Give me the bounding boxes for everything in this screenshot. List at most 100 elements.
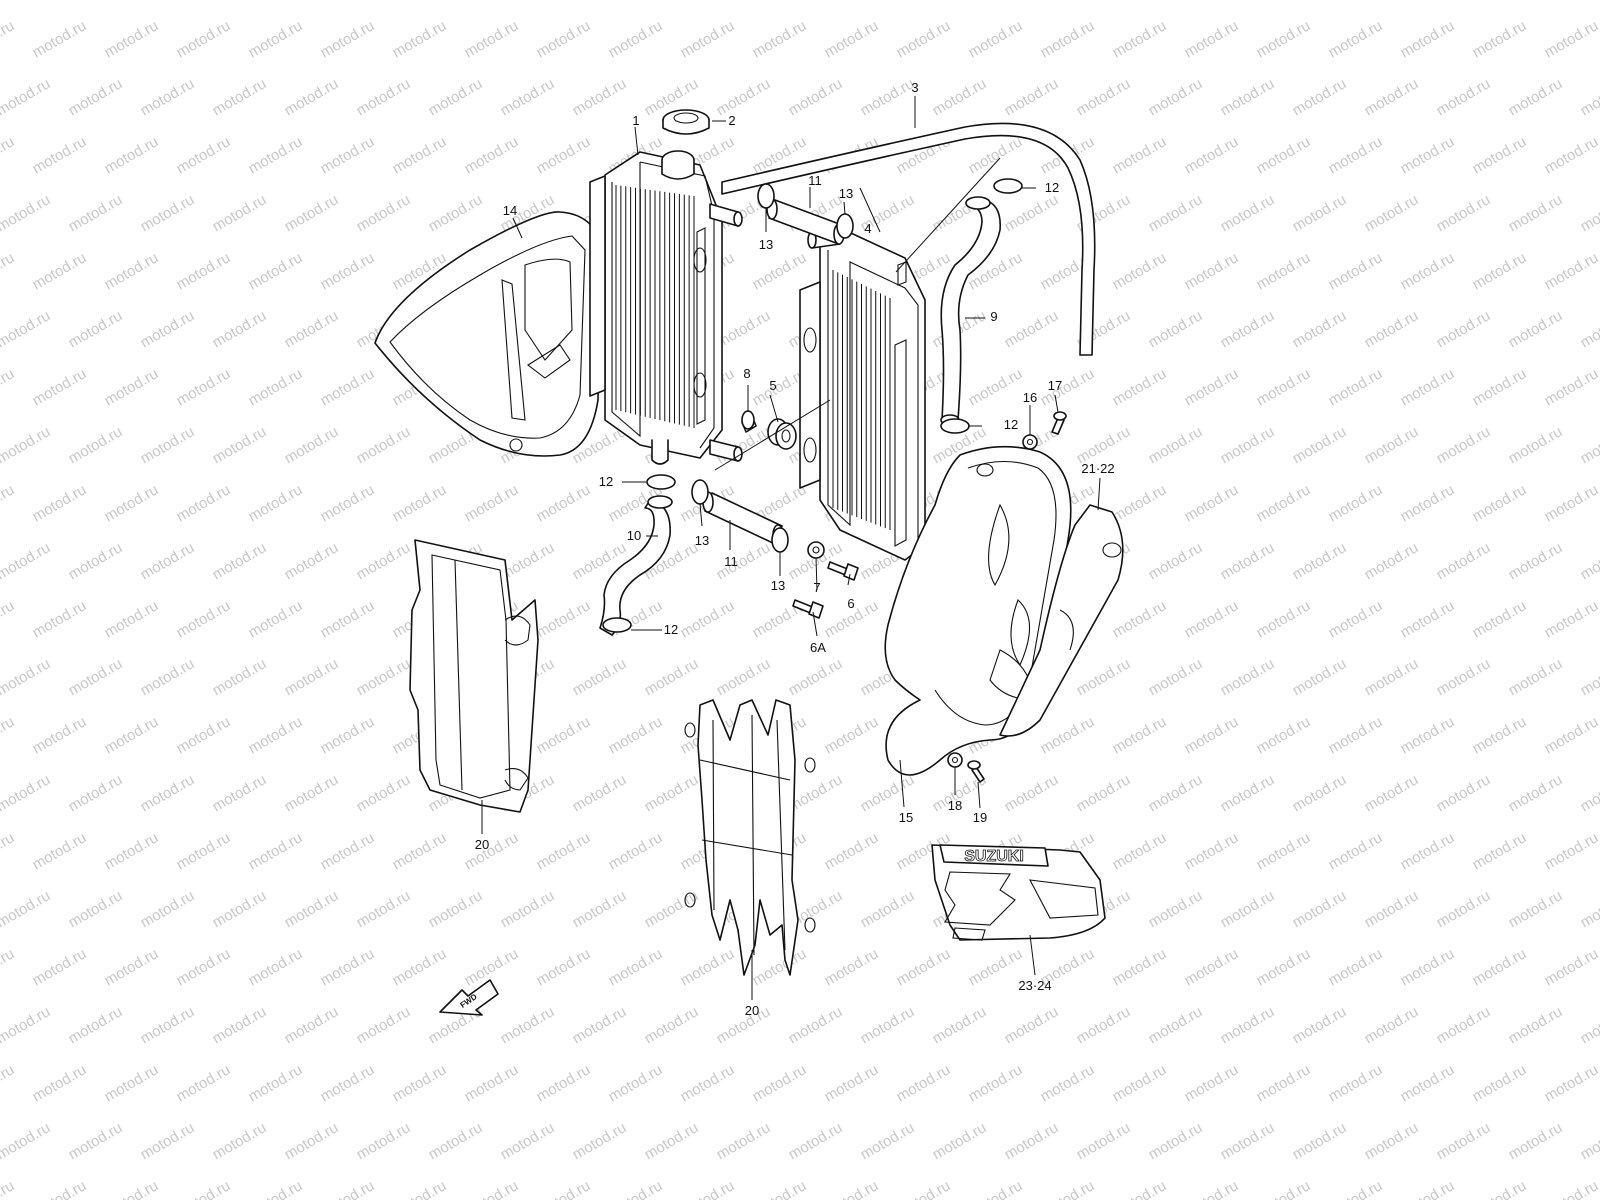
callout-13-lower-right: 13 (771, 578, 785, 593)
watermark-text: motod.ru (1398, 597, 1458, 641)
watermark-text: motod.ru (102, 829, 162, 873)
watermark-text: motod.ru (1362, 539, 1422, 583)
watermark-text: motod.ru (1470, 365, 1530, 409)
watermark-text: motod.ru (1110, 481, 1170, 525)
watermark-text: motod.ru (462, 17, 522, 61)
watermark-text: motod.ru (570, 887, 630, 931)
watermark-text: motod.ru (1218, 887, 1278, 931)
watermark-text: motod.ru (786, 0, 846, 3)
watermark-text: motod.ru (1398, 713, 1458, 757)
watermark-text: motod.ru (1218, 771, 1278, 815)
watermark-text: motod.ru (282, 423, 342, 467)
watermark-text: motod.ru (246, 17, 306, 61)
watermark-text: motod.ru (246, 597, 306, 641)
watermark-text: motod.ru (354, 1003, 414, 1047)
watermark-text: motod.ru (30, 713, 90, 757)
watermark-text: motod.ru (174, 597, 234, 641)
watermark-text: motod.ru (1146, 1119, 1206, 1163)
watermark-text: motod.ru (606, 945, 666, 989)
watermark-text: motod.ru (1434, 771, 1494, 815)
watermark-text: motod.ru (138, 0, 198, 3)
watermark-text: motod.ru (1434, 655, 1494, 699)
watermark-text: motod.ru (1254, 829, 1314, 873)
watermark-text: motod.ru (1146, 307, 1206, 351)
watermark-text: motod.ru (1254, 1177, 1314, 1200)
watermark-text: motod.ru (1470, 133, 1530, 177)
watermark-text: motod.ru (1218, 655, 1278, 699)
watermark-text: motod.ru (1398, 133, 1458, 177)
watermark-text: motod.ru (66, 539, 126, 583)
watermark-text: motod.ru (1506, 887, 1566, 931)
watermark-text: motod.ru (66, 307, 126, 351)
watermark-text: motod.ru (318, 829, 378, 873)
callout-3: 3 (911, 80, 918, 95)
watermark-text: motod.ru (0, 249, 17, 293)
watermark-text: motod.ru (1254, 365, 1314, 409)
watermark-text: motod.ru (714, 75, 774, 119)
watermark-text: motod.ru (318, 481, 378, 525)
callout-19: 19 (973, 810, 987, 825)
watermark-text: motod.ru (30, 597, 90, 641)
watermark-text: motod.ru (1362, 75, 1422, 119)
watermark-text: motod.ru (174, 713, 234, 757)
watermark-text: motod.ru (1110, 1061, 1170, 1105)
watermark-text: motod.ru (498, 75, 558, 119)
callout-7: 7 (813, 580, 820, 595)
watermark-text: motod.ru (1218, 307, 1278, 351)
watermark-text: motod.ru (750, 1061, 810, 1105)
watermark-text: motod.ru (1182, 1061, 1242, 1105)
watermark-text: motod.ru (534, 829, 594, 873)
watermark-text: motod.ru (1110, 945, 1170, 989)
watermark-text: motod.ru (1470, 945, 1530, 989)
watermark-text: motod.ru (0, 945, 17, 989)
watermark-text: motod.ru (1254, 133, 1314, 177)
watermark-text: motod.ru (354, 75, 414, 119)
watermark-text: motod.ru (534, 17, 594, 61)
watermark-text: motod.ru (354, 887, 414, 931)
watermark-text: motod.ru (1326, 133, 1386, 177)
watermark-text: motod.ru (1398, 17, 1458, 61)
watermark-text: motod.ru (30, 1177, 90, 1200)
callout-11-upper: 11 (808, 173, 822, 188)
part-3-overflow-hose (721, 122, 1096, 356)
watermark-text: motod.ru (642, 771, 702, 815)
watermark-text: motod.ru (678, 1061, 738, 1105)
watermark-text: motod.ru (0, 133, 17, 177)
watermark-text: motod.ru (1506, 771, 1566, 815)
watermark-text: motod.ru (966, 1177, 1026, 1200)
watermark-text: motod.ru (138, 75, 198, 119)
watermark-text: motod.ru (534, 133, 594, 177)
watermark-text: motod.ru (246, 829, 306, 873)
watermark-text: motod.ru (210, 75, 270, 119)
watermark-text: motod.ru (138, 307, 198, 351)
watermark-text: motod.ru (210, 539, 270, 583)
watermark-text: motod.ru (354, 423, 414, 467)
watermark-text: motod.ru (0, 713, 17, 757)
watermark-text: motod.ru (318, 713, 378, 757)
watermark-text: motod.ru (750, 945, 810, 989)
watermark-text: motod.ru (1074, 1003, 1134, 1047)
watermark-text: motod.ru (462, 1061, 522, 1105)
callout-15: 15 (899, 810, 913, 825)
watermark-text: motod.ru (1218, 75, 1278, 119)
watermark-text: motod.ru (1326, 249, 1386, 293)
watermark-text: motod.ru (426, 1119, 486, 1163)
watermark-text: motod.ru (1362, 0, 1422, 3)
watermark-text: motod.ru (0, 1003, 53, 1047)
callout-5: 5 (769, 378, 776, 393)
watermark-text: motod.ru (318, 17, 378, 61)
watermark-text: motod.ru (1254, 1061, 1314, 1105)
watermark-text: motod.ru (66, 423, 126, 467)
watermark-text: motod.ru (1290, 771, 1350, 815)
watermark-text: motod.ru (1506, 539, 1566, 583)
part-4-right-radiator (799, 227, 926, 561)
watermark-text: motod.ru (390, 481, 450, 525)
watermark-text: motod.ru (1326, 481, 1386, 525)
watermark-text: motod.ru (102, 365, 162, 409)
watermark-text: motod.ru (426, 0, 486, 3)
watermark-text: motod.ru (1362, 191, 1422, 235)
watermark-text: motod.ru (66, 1119, 126, 1163)
watermark-text: motod.ru (1398, 249, 1458, 293)
watermark-text: motod.ru (210, 423, 270, 467)
